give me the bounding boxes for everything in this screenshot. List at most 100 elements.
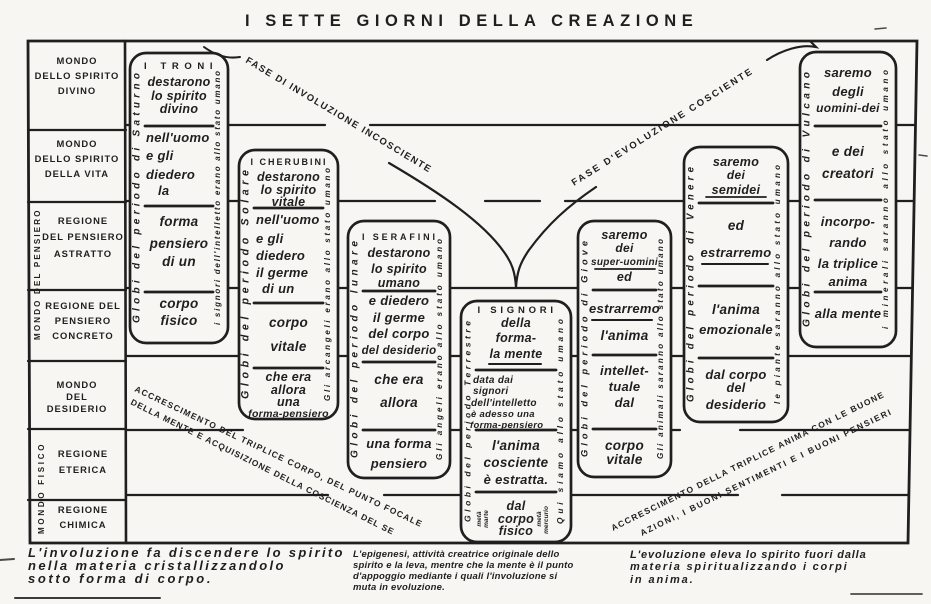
svg-text:I CHERUBINI: I CHERUBINI: [251, 157, 327, 167]
svg-text:forma-pensiero: forma-pensiero: [470, 420, 543, 431]
svg-text:incorpo-: incorpo-: [821, 214, 875, 229]
svg-text:PENSIERO: PENSIERO: [55, 315, 111, 326]
svg-text:L'epigenesi, attività creatric: L'epigenesi, attività creatrice original…: [353, 549, 559, 560]
svg-text:lo spirito: lo spirito: [371, 262, 427, 276]
svg-text:saremo: saremo: [713, 155, 759, 169]
svg-text:vitale: vitale: [272, 195, 306, 209]
svg-text:MONDO: MONDO: [57, 379, 98, 390]
svg-text:e gli: e gli: [256, 231, 284, 246]
svg-text:ETERICA: ETERICA: [59, 464, 107, 475]
svg-text:umano: umano: [378, 276, 421, 290]
svg-text:forma-pensiero: forma-pensiero: [248, 408, 329, 420]
svg-text:dal: dal: [507, 499, 526, 513]
svg-text:REGIONE: REGIONE: [58, 448, 108, 459]
svg-text:creatori: creatori: [822, 166, 874, 181]
svg-text:allora: allora: [271, 383, 306, 397]
svg-text:saremo: saremo: [824, 65, 872, 80]
svg-text:che era: che era: [374, 372, 424, 387]
svg-text:l'anima: l'anima: [712, 302, 760, 317]
svg-text:il germe: il germe: [256, 265, 308, 280]
svg-text:DELLO SPIRITO: DELLO SPIRITO: [35, 153, 120, 164]
svg-text:metà: metà: [536, 511, 543, 527]
svg-text:estrarremo: estrarremo: [589, 301, 660, 316]
svg-text:pensiero: pensiero: [149, 236, 209, 251]
svg-text:ASTRATTO: ASTRATTO: [54, 248, 112, 259]
svg-text:destarono: destarono: [257, 170, 320, 184]
svg-text:semidei: semidei: [712, 183, 761, 197]
svg-text:materia spiritualizzando i cor: materia spiritualizzando i corpi: [630, 561, 848, 573]
svg-text:divino: divino: [160, 102, 199, 116]
svg-text:muta in evoluzione.: muta in evoluzione.: [353, 582, 445, 593]
svg-text:del corpo: del corpo: [368, 326, 429, 341]
svg-text:REGIONE: REGIONE: [58, 215, 108, 226]
svg-text:emozionale: emozionale: [699, 322, 773, 337]
svg-text:nell'uomo: nell'uomo: [256, 212, 320, 227]
svg-text:I SETTE GIORNI DELLA CREAZIONE: I SETTE GIORNI DELLA CREAZIONE: [245, 12, 697, 30]
svg-text:desiderio: desiderio: [706, 397, 767, 412]
svg-text:allora: allora: [380, 395, 418, 410]
svg-text:la mente: la mente: [489, 347, 542, 361]
svg-text:super-uomini: super-uomini: [591, 257, 658, 268]
svg-text:Gli arcangeli erano allo stato: Gli arcangeli erano allo stato umano: [323, 168, 332, 401]
svg-text:forma: forma: [159, 214, 198, 229]
svg-text:MONDO FISICO: MONDO FISICO: [37, 444, 46, 534]
svg-text:e dei: e dei: [832, 144, 864, 159]
svg-text:nella materia cristallizzandol: nella materia cristallizzandolo: [28, 558, 284, 573]
svg-text:Globi del periodo di Giove: Globi del periodo di Giove: [580, 241, 590, 457]
svg-text:diedero: diedero: [146, 167, 195, 182]
svg-text:MONDO: MONDO: [57, 55, 98, 66]
svg-text:ed: ed: [617, 270, 632, 284]
svg-text:DELLO SPIRITO: DELLO SPIRITO: [35, 70, 120, 81]
svg-text:d'appoggio mediante i quali l': d'appoggio mediante i quali l'involuzion…: [353, 571, 558, 582]
svg-text:corpo: corpo: [605, 438, 644, 453]
svg-text:e diedero: e diedero: [369, 293, 430, 308]
svg-text:lo spirito: lo spirito: [151, 89, 207, 103]
svg-text:vitale: vitale: [606, 452, 643, 467]
svg-text:Qui siamo allo stato umano: Qui siamo allo stato umano: [555, 319, 565, 524]
svg-text:tuale: tuale: [609, 379, 641, 394]
svg-text:anima: anima: [828, 274, 867, 289]
svg-text:corpo: corpo: [498, 512, 534, 526]
svg-text:destarono: destarono: [147, 75, 210, 89]
svg-text:estrarremo: estrarremo: [701, 245, 772, 260]
svg-text:diedero: diedero: [256, 248, 305, 263]
svg-text:i signori dell'intelletto eran: i signori dell'intelletto erano allo sta…: [213, 71, 222, 325]
svg-text:dei: dei: [615, 241, 634, 255]
svg-text:una: una: [277, 395, 300, 409]
svg-text:è adesso una: è adesso una: [471, 409, 535, 420]
svg-text:data dai: data dai: [473, 375, 513, 386]
svg-text:I TRONI: I TRONI: [144, 61, 214, 72]
svg-text:fisico: fisico: [160, 313, 197, 328]
svg-text:REGIONE DEL: REGIONE DEL: [45, 300, 121, 311]
svg-text:DELLA VITA: DELLA VITA: [45, 168, 109, 179]
svg-text:I SERAFINI: I SERAFINI: [362, 232, 436, 242]
svg-text:la triplice: la triplice: [818, 256, 878, 271]
svg-text:corpo: corpo: [269, 315, 308, 330]
svg-text:di un: di un: [262, 281, 295, 296]
svg-text:in anima.: in anima.: [630, 574, 693, 586]
svg-text:intellet-: intellet-: [600, 363, 649, 378]
svg-text:degli: degli: [832, 84, 864, 99]
svg-text:cosciente: cosciente: [484, 455, 549, 470]
svg-text:la: la: [158, 183, 169, 198]
svg-text:marte: marte: [483, 510, 490, 528]
svg-text:uomini-dei: uomini-dei: [816, 101, 880, 115]
svg-text:dei: dei: [727, 168, 746, 182]
svg-text:REGIONE: REGIONE: [58, 504, 108, 515]
svg-text:rando: rando: [829, 235, 867, 250]
svg-text:vitale: vitale: [270, 339, 307, 354]
svg-text:signori: signori: [473, 386, 508, 397]
svg-text:DEL: DEL: [66, 391, 88, 402]
svg-text:l'anima: l'anima: [492, 438, 540, 453]
svg-text:che era: che era: [266, 370, 312, 384]
svg-text:di un: di un: [162, 254, 196, 269]
svg-text:alla mente: alla mente: [815, 306, 882, 321]
svg-text:del: del: [727, 381, 746, 395]
svg-text:DIVINO: DIVINO: [58, 85, 96, 96]
svg-text:spirito e la leva, mentre che: spirito e la leva, mentre che la mente è…: [353, 560, 573, 571]
svg-text:dell'intelletto: dell'intelletto: [471, 398, 537, 409]
svg-text:saremo: saremo: [601, 228, 647, 242]
svg-text:metà: metà: [476, 511, 483, 527]
svg-text:e gli: e gli: [146, 148, 174, 163]
svg-text:DEL PENSIERO: DEL PENSIERO: [42, 231, 124, 242]
